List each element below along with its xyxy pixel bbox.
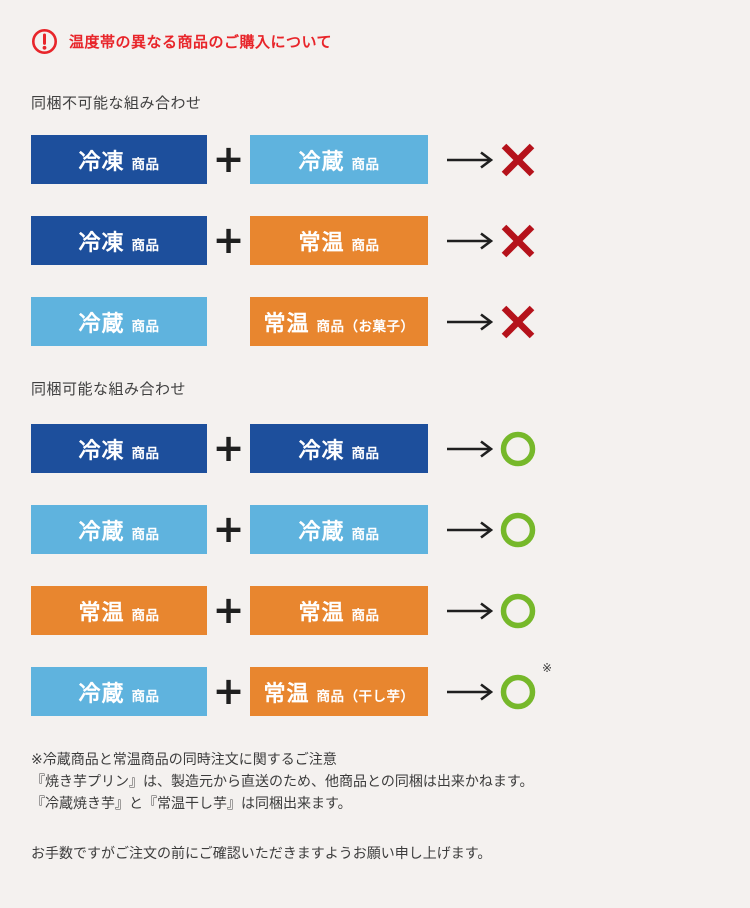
section-heading-possible: 同梱可能な組み合わせ xyxy=(31,381,187,398)
note-title: ※冷蔵商品と常温商品の同時注文に関するご注意 xyxy=(31,751,337,767)
circle-icon xyxy=(499,592,537,630)
combo-row-chilled-ambient-hoshiimo: 冷蔵商品 + 常温商品（干し芋） ※ xyxy=(31,661,730,716)
product-box-chilled: 冷蔵商品 xyxy=(31,505,207,554)
combo-row-chilled-chilled: 冷蔵商品 + 冷蔵商品 xyxy=(31,505,730,554)
plus-operator: + xyxy=(212,588,245,632)
box-label: 常温 xyxy=(263,680,310,707)
box-sublabel: 商品 xyxy=(131,156,160,173)
box-label: 冷凍 xyxy=(298,437,345,464)
box-label: 冷蔵 xyxy=(298,518,345,545)
box-label: 冷蔵 xyxy=(78,680,125,707)
product-box-chilled: 冷蔵商品 xyxy=(250,135,428,184)
product-box-frozen: 冷凍商品 xyxy=(250,424,428,473)
product-box-ambient: 常温商品（お菓子） xyxy=(250,297,428,346)
box-label: 冷凍 xyxy=(78,229,125,256)
box-sublabel: 商品 xyxy=(351,237,380,254)
cross-icon xyxy=(499,222,537,260)
combo-row-frozen-frozen: 冷凍商品 + 冷凍商品 xyxy=(31,424,730,473)
arrow-icon xyxy=(447,231,493,251)
plus-operator: + xyxy=(212,218,245,262)
box-sublabel: 商品 xyxy=(131,237,160,254)
circle-icon: ※ xyxy=(499,661,552,711)
product-box-chilled: 冷蔵商品 xyxy=(31,667,207,716)
circle-icon xyxy=(499,511,537,549)
product-box-ambient: 常温商品 xyxy=(250,586,428,635)
plus-operator: + xyxy=(212,669,245,713)
box-label: 常温 xyxy=(263,310,310,337)
arrow-icon xyxy=(447,601,493,621)
note-line: 『冷蔵焼き芋』と『常温干し芋』は同梱出来ます。 xyxy=(31,795,352,811)
combo-row-frozen-chilled: 冷凍商品 + 冷蔵商品 xyxy=(31,135,730,184)
product-box-chilled: 冷蔵商品 xyxy=(31,297,207,346)
product-box-frozen: 冷凍商品 xyxy=(31,216,207,265)
cross-icon xyxy=(499,303,537,341)
plus-operator: + xyxy=(212,426,245,470)
box-sublabel: 商品（お菓子） xyxy=(316,318,415,335)
box-sublabel: 商品 xyxy=(131,526,160,543)
arrow-icon xyxy=(447,520,493,540)
combo-row-ambient-ambient: 常温商品 + 常温商品 xyxy=(31,586,730,635)
box-label: 冷凍 xyxy=(78,148,125,175)
combo-row-frozen-ambient: 冷凍商品 + 常温商品 xyxy=(31,216,730,265)
arrow-icon xyxy=(447,312,493,332)
plus-operator: + xyxy=(212,137,245,181)
product-box-ambient: 常温商品（干し芋） xyxy=(250,667,428,716)
box-label: 冷蔵 xyxy=(78,518,125,545)
box-sublabel: 商品 xyxy=(131,318,160,335)
box-label: 冷凍 xyxy=(78,437,125,464)
cross-icon xyxy=(499,141,537,179)
box-label: 常温 xyxy=(78,599,125,626)
plus-operator: + xyxy=(212,507,245,551)
box-sublabel: 商品（干し芋） xyxy=(316,688,415,705)
box-sublabel: 商品 xyxy=(131,607,160,624)
box-sublabel: 商品 xyxy=(351,156,380,173)
asterisk-annotation: ※ xyxy=(541,660,552,675)
box-sublabel: 商品 xyxy=(351,607,380,624)
box-sublabel: 商品 xyxy=(131,688,160,705)
box-label: 常温 xyxy=(298,599,345,626)
product-box-chilled: 冷蔵商品 xyxy=(250,505,428,554)
section-heading-impossible: 同梱不可能な組み合わせ xyxy=(31,95,202,112)
arrow-icon xyxy=(447,150,493,170)
closing-note: お手数ですがご注文の前にご確認いただきますようお願い申し上げます。 xyxy=(31,845,492,861)
box-sublabel: 商品 xyxy=(351,445,380,462)
box-label: 常温 xyxy=(298,229,345,256)
box-sublabel: 商品 xyxy=(351,526,380,543)
page-title: 温度帯の異なる商品のご購入について xyxy=(69,33,333,51)
exclamation-circle-icon xyxy=(32,28,57,54)
product-box-ambient: 常温商品 xyxy=(250,216,428,265)
note-block: ※冷蔵商品と常温商品の同時注文に関するご注意 『焼き芋プリン』は、製造元から直送… xyxy=(31,748,730,814)
note-line: 『焼き芋プリン』は、製造元から直送のため、他商品との同梱は出来かねます。 xyxy=(31,773,534,789)
product-box-frozen: 冷凍商品 xyxy=(31,424,207,473)
combo-row-chilled-ambient-sweets: 冷蔵商品 常温商品（お菓子） xyxy=(31,297,730,346)
product-box-frozen: 冷凍商品 xyxy=(31,135,207,184)
arrow-icon xyxy=(447,682,493,702)
arrow-icon xyxy=(447,439,493,459)
box-sublabel: 商品 xyxy=(131,445,160,462)
circle-icon xyxy=(499,430,537,468)
notice-header: 温度帯の異なる商品のご購入について xyxy=(31,28,730,54)
product-box-ambient: 常温商品 xyxy=(31,586,207,635)
box-label: 冷蔵 xyxy=(78,310,125,337)
box-label: 冷蔵 xyxy=(298,148,345,175)
